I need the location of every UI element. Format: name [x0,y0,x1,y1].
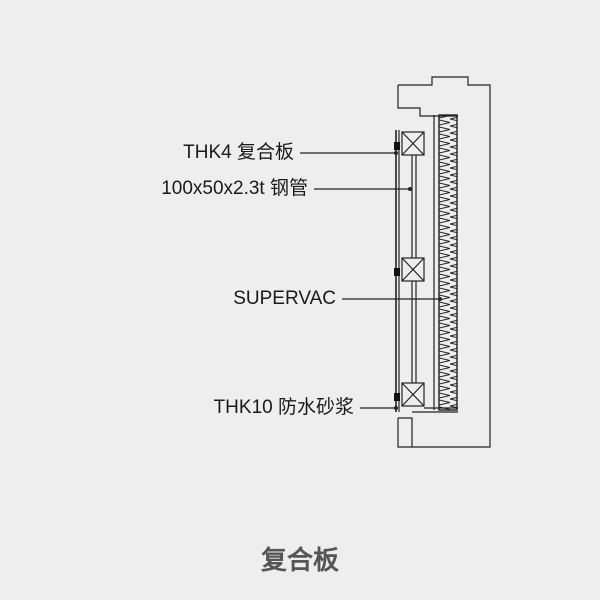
wall-outline [397,76,491,448]
label-supervac: SUPERVAC [233,288,336,309]
steel-tube-frame [401,131,425,407]
waterproof-mortar [412,407,458,413]
label-panel: THK4 复合板 [183,142,294,163]
panel-brackets [394,142,400,401]
leader-dots [394,151,442,410]
leader-lines [300,152,440,409]
label-steel-tube: 100x50x2.3t 钢管 [161,178,308,199]
diagram-caption: 复合板 [260,546,339,576]
supervac-insulation [433,114,458,411]
label-mortar: THK10 防水砂浆 [213,397,354,418]
